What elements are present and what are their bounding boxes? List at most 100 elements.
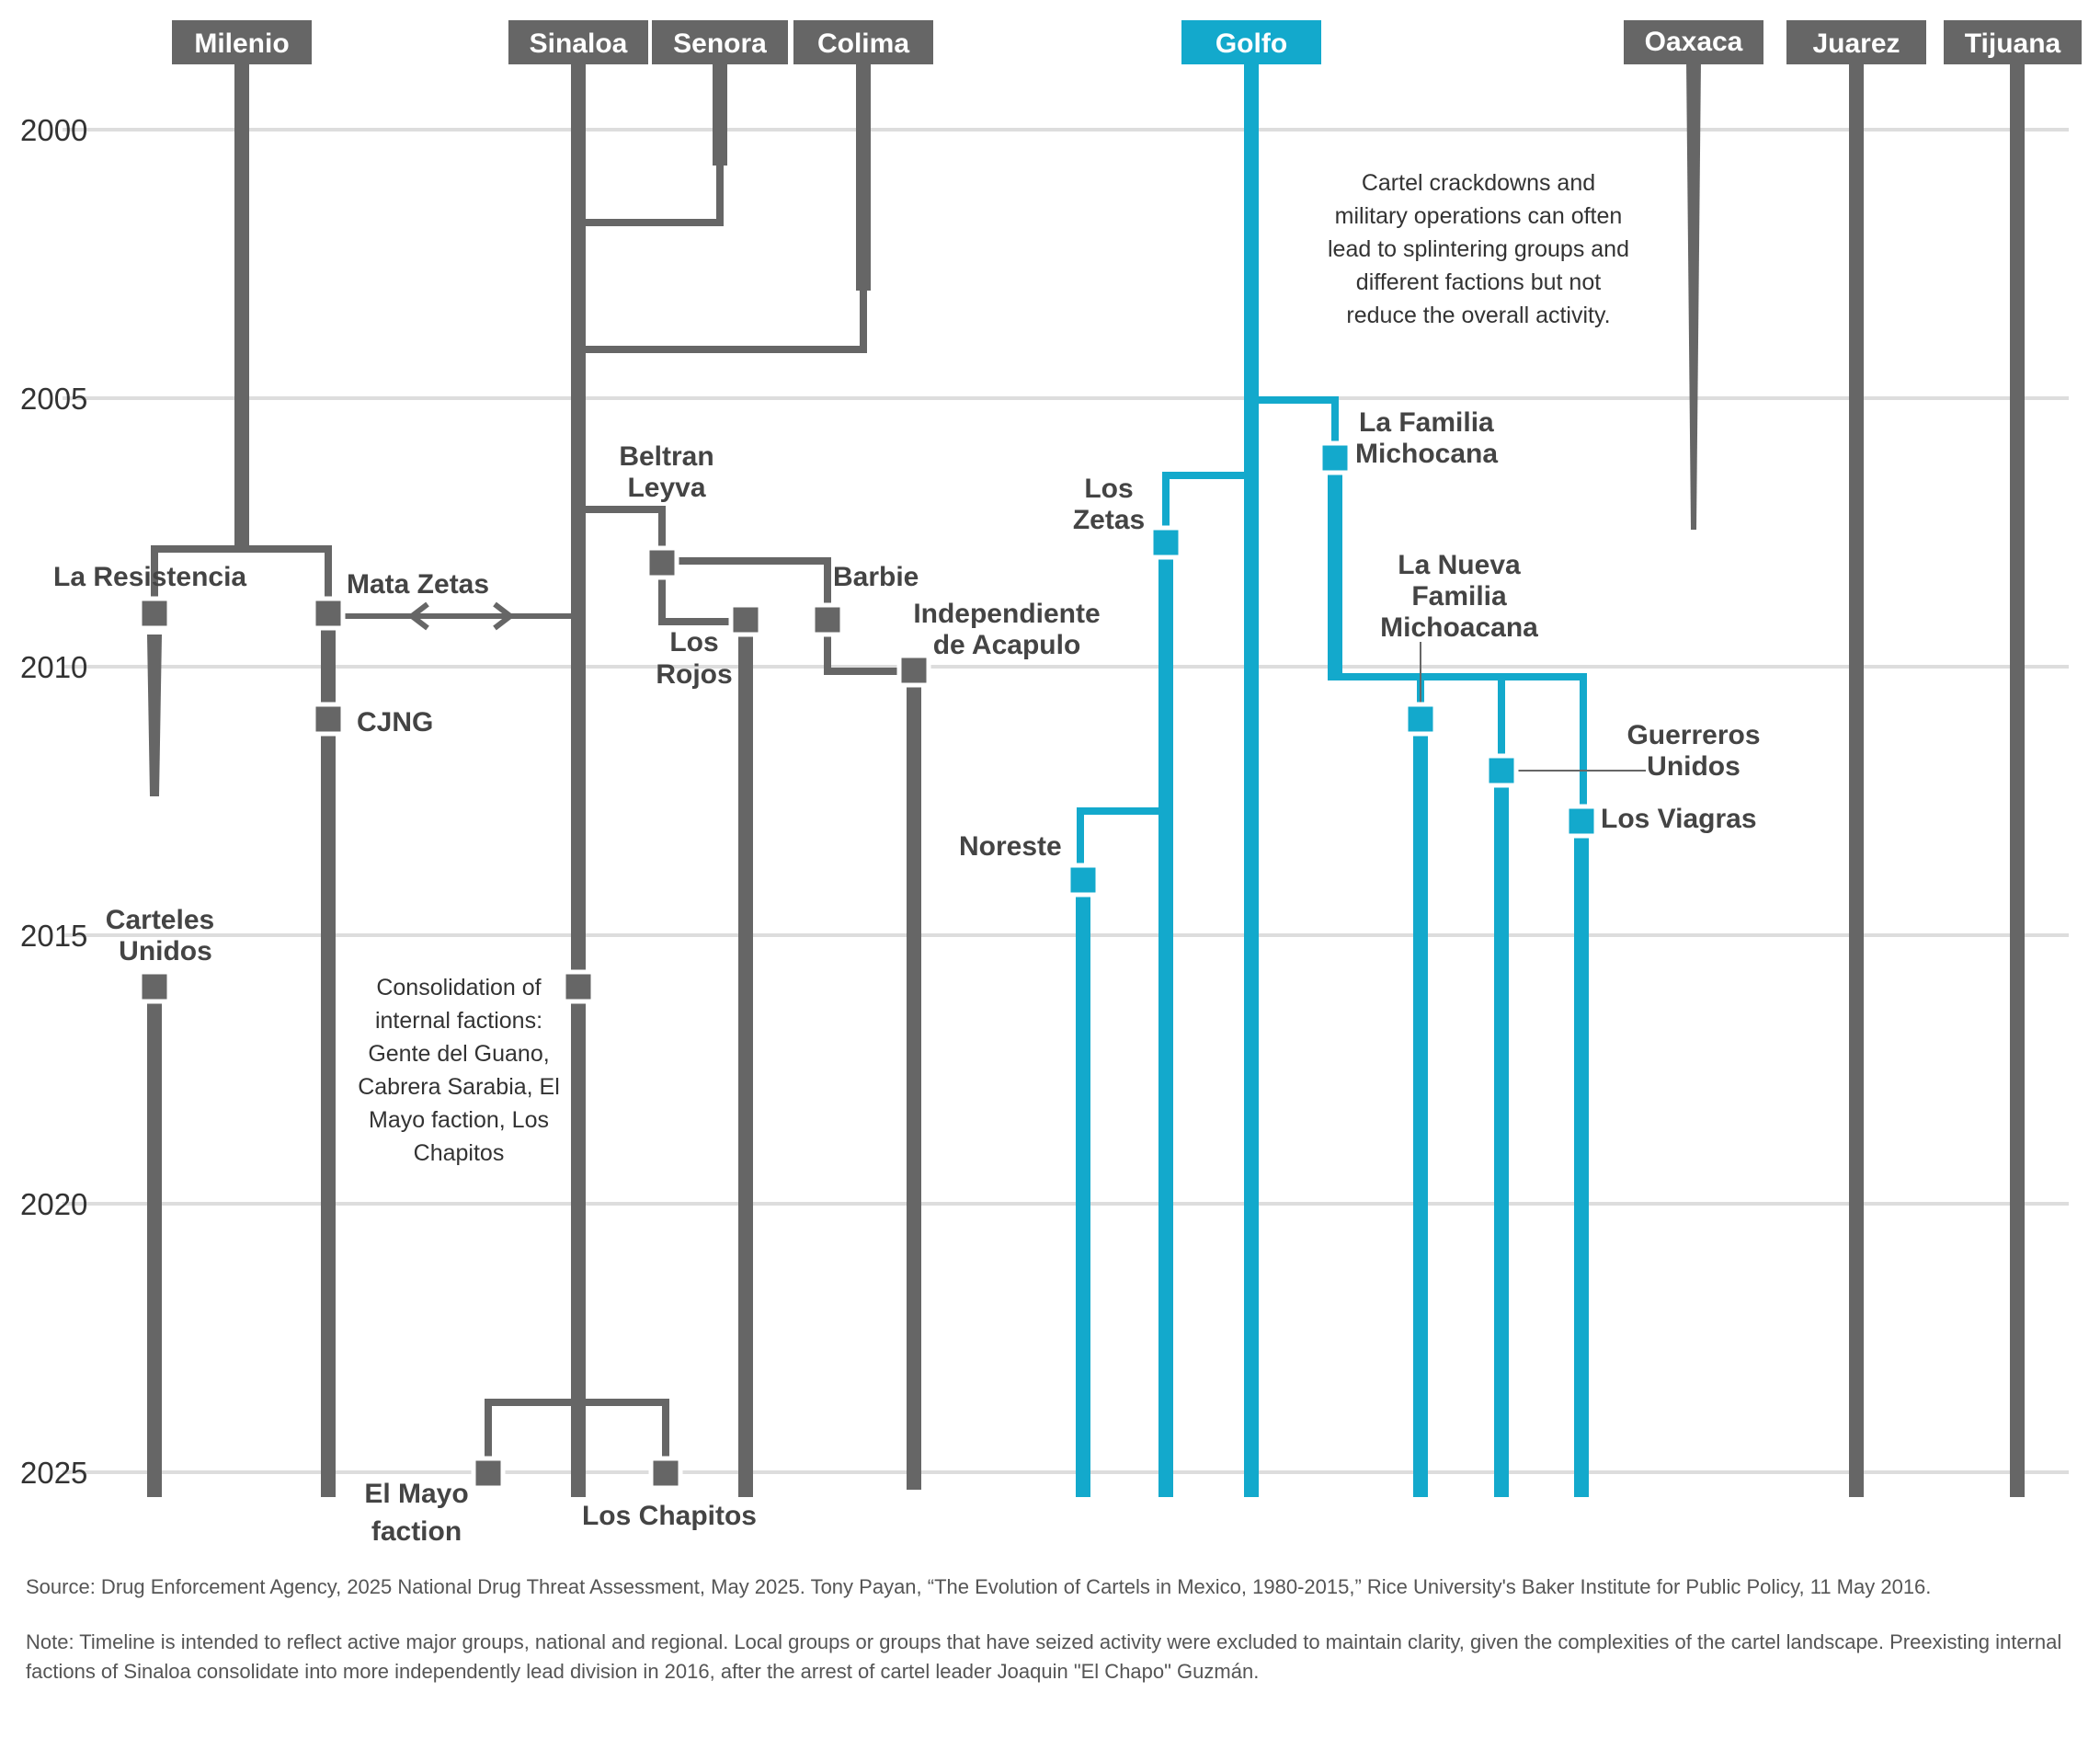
header-tijuana: Tijuana [1965, 29, 2061, 59]
node-acapulo [896, 653, 931, 688]
label-los-rojos-1: Los [669, 627, 718, 657]
node-el-mayo [471, 1456, 506, 1491]
node-noreste [1066, 863, 1101, 898]
node-sinaloa-2016 [561, 969, 596, 1004]
label-familia-1: La Familia [1359, 407, 1494, 438]
node-nueva-familia [1403, 702, 1438, 737]
label-acapulo-1: Independiente [913, 599, 1100, 629]
golfo-lineages [1076, 60, 1589, 1497]
year-label-2010: 2010 [20, 650, 87, 684]
label-los-chapitos: Los Chapitos [582, 1501, 757, 1531]
header-oaxaca: Oaxaca [1645, 27, 1743, 57]
label-guerreros-1: Guerreros [1626, 720, 1760, 750]
consolidation-line-2: internal factions: [375, 1008, 542, 1034]
cartel-timeline-diagram: 2000 2005 2010 2015 2020 2025 [20, 20, 2082, 1547]
milenio-split [151, 545, 332, 612]
beltran-branch [583, 506, 666, 559]
header-oaxaca-box [1624, 20, 1763, 64]
year-label-2020: 2020 [20, 1187, 87, 1221]
crackdowns-line-3: lead to splintering groups and [1328, 236, 1629, 262]
label-nueva-familia-3: Michoacana [1380, 612, 1538, 643]
header-senora-box [652, 20, 788, 64]
label-el-mayo-1: El Mayo [364, 1479, 468, 1509]
consolidation-line-6: Chapitos [414, 1140, 505, 1166]
crackdowns-line-5: reduce the overall activity. [1346, 303, 1610, 328]
label-beltran-leyva-1: Beltran [619, 441, 713, 472]
node-los-chapitos [648, 1456, 683, 1491]
year-gridlines [63, 128, 2069, 1474]
consolidation-line-3: Gente del Guano, [368, 1041, 549, 1067]
senora-merge [583, 166, 724, 226]
node-guerreros [1484, 753, 1519, 788]
los-rojos-branch [658, 575, 736, 625]
footer: Source: Drug Enforcement Agency, 2025 Na… [26, 1572, 2076, 1687]
header-tijuana-box [1944, 20, 2082, 64]
node-familia [1318, 440, 1352, 475]
node-la-resistencia [137, 596, 172, 631]
crackdowns-note: Cartel crackdowns and military operation… [1328, 170, 1629, 328]
label-nueva-familia-2: Familia [1411, 581, 1507, 612]
la-resistencia-taper [147, 635, 162, 796]
year-axis: 2000 2005 2010 2015 2020 2025 [20, 113, 87, 1490]
barbie-branch [676, 557, 831, 609]
header-senora: Senora [673, 29, 767, 59]
arrow-right [493, 601, 515, 631]
node-carteles-unidos [137, 969, 172, 1004]
header-juarez: Juarez [1812, 29, 1900, 59]
consolidation-line-4: Cabrera Sarabia, El [358, 1074, 560, 1100]
oaxaca-taper [1686, 60, 1701, 530]
node-los-zetas [1148, 525, 1183, 560]
crackdowns-line-2: military operations can often [1335, 203, 1623, 229]
header-juarez-box [1786, 20, 1926, 64]
consolidation-line-1: Consolidation of [376, 975, 541, 1000]
los-zetas-branch [1162, 472, 1247, 533]
node-los-rojos [728, 602, 763, 637]
node-barbie [810, 602, 845, 637]
arrow-left [407, 601, 429, 631]
label-carteles-unidos-2: Unidos [119, 936, 212, 966]
consolidation-line-5: Mayo faction, Los [369, 1107, 549, 1133]
header-milenio: Milenio [194, 29, 289, 59]
node-cjng [311, 702, 346, 737]
header-golfo-box [1181, 20, 1321, 64]
crackdowns-line-4: different factions but not [1356, 269, 1601, 295]
label-acapulo-2: de Acapulo [933, 630, 1081, 660]
year-label-2000: 2000 [20, 113, 87, 147]
header-colima: Colima [817, 29, 909, 59]
colima-merge [583, 291, 867, 353]
label-los-zetas-1: Los [1084, 474, 1133, 504]
label-nueva-familia-1: La Nueva [1398, 550, 1521, 580]
label-carteles-unidos-1: Carteles [106, 905, 214, 935]
label-la-resistencia: La Resistencia [53, 562, 246, 592]
year-label-2005: 2005 [20, 382, 87, 416]
header-colima-box [793, 20, 933, 64]
label-beltran-leyva-2: Leyva [627, 473, 705, 503]
label-familia-2: Michocana [1355, 439, 1498, 469]
label-los-viagras: Los Viagras [1601, 804, 1757, 834]
label-mata-zetas: Mata Zetas [347, 569, 489, 600]
branch-labels: La Resistencia Mata Zetas CJNG Carteles … [53, 407, 1761, 1547]
consolidation-note: Consolidation of internal factions: Gent… [358, 975, 560, 1166]
acapulo-branch [824, 635, 906, 675]
note-text: Note: Timeline is intended to reflect ac… [26, 1630, 2062, 1683]
cartel-headers: Milenio Sinaloa Senora Colima Golfo Oaxa… [172, 20, 2082, 64]
familia-split [1335, 673, 1587, 828]
sinaloa-2025-split [485, 1399, 669, 1462]
crackdowns-line-1: Cartel crackdowns and [1362, 170, 1595, 196]
nodes [137, 440, 1599, 1491]
noreste-branch [1077, 807, 1162, 869]
node-mata-zetas [311, 596, 346, 631]
label-los-rojos-2: Rojos [656, 659, 732, 690]
label-guerreros-2: Unidos [1647, 751, 1740, 782]
gray-lineages [147, 60, 2025, 1497]
node-los-viagras [1564, 804, 1599, 839]
year-label-2015: 2015 [20, 919, 87, 953]
header-sinaloa-box [508, 20, 648, 64]
label-cjng: CJNG [357, 707, 433, 738]
node-beltran-leyva [645, 545, 679, 580]
label-barbie: Barbie [833, 562, 919, 592]
label-noreste: Noreste [959, 831, 1062, 862]
label-el-mayo-2: faction [371, 1516, 462, 1547]
year-label-2025: 2025 [20, 1456, 87, 1490]
familia-branch [1256, 396, 1339, 451]
